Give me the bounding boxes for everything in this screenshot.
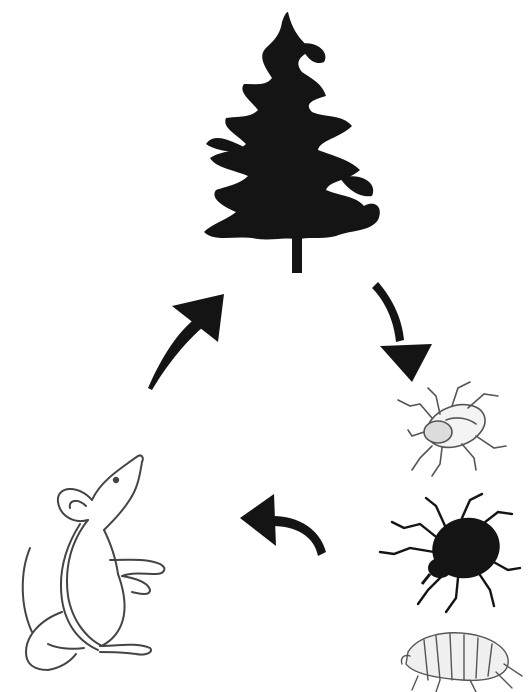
flea-outline-icon: [401, 633, 522, 692]
arrow-tree-to-tick: [372, 282, 432, 382]
pine-tree-icon: [204, 12, 380, 273]
mouse-outline-icon: [23, 455, 165, 670]
arrow-mouse-to-tree: [148, 294, 224, 390]
arrow-tick-to-mouse: [240, 494, 326, 556]
tick-outline-icon: [398, 382, 506, 476]
tick-silhouette-icon: [380, 494, 520, 612]
